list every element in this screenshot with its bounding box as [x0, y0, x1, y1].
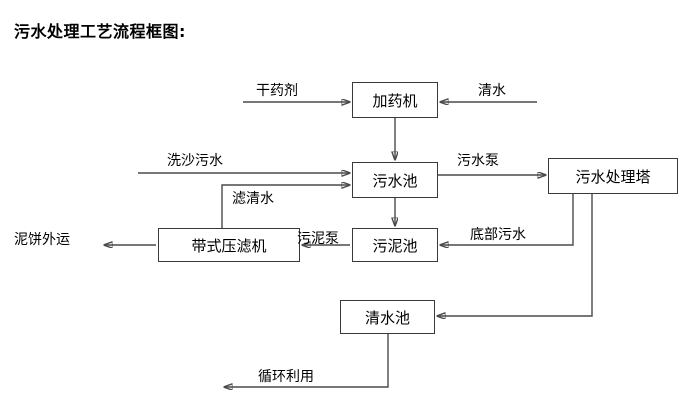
edge-label-dry-agent: 干药剂	[256, 83, 298, 99]
node-dosing-machine[interactable]: 加药机	[352, 82, 438, 118]
node-sewage-treatment-tower[interactable]: 污水处理塔	[548, 158, 678, 194]
node-sewage-pool[interactable]: 污水池	[352, 162, 438, 198]
node-clear-water-pool[interactable]: 清水池	[340, 300, 435, 334]
node-label: 带式压滤机	[191, 236, 267, 255]
node-label: 污泥池	[372, 236, 418, 255]
edge-label-recycle-reuse: 循环利用	[258, 369, 314, 385]
node-label: 污水池	[372, 171, 418, 190]
node-sludge-pool[interactable]: 污泥池	[352, 228, 438, 262]
node-label: 污水处理塔	[575, 167, 651, 186]
edge-label-sewage-pump: 污水泵	[457, 153, 499, 169]
edge-label-mud-cake-transport: 泥饼外运	[14, 232, 70, 248]
page-title: 污水处理工艺流程框图:	[14, 22, 186, 41]
node-label: 加药机	[372, 91, 418, 110]
edge-label-filtrate-water: 滤清水	[232, 191, 274, 207]
node-label: 清水池	[364, 308, 410, 327]
node-belt-filter-press[interactable]: 带式压滤机	[158, 228, 300, 262]
edge-label-clean-water: 清水	[478, 83, 506, 99]
edge-label-sand-washing-sewage: 洗沙污水	[167, 153, 223, 169]
edge-label-sludge-pump: 污泥泵	[297, 231, 339, 247]
edge-label-bottom-sewage: 底部污水	[470, 227, 526, 243]
